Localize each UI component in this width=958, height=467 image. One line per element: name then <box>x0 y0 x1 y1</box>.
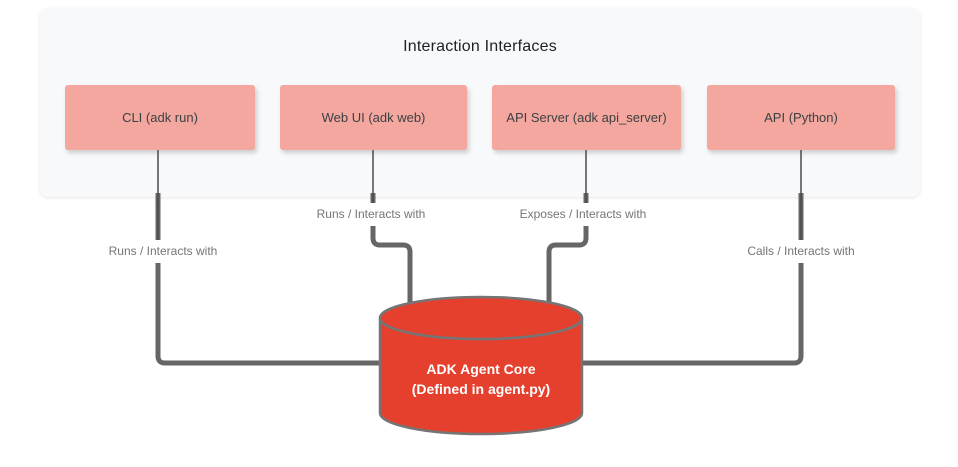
core-label-line1: ADK Agent Core <box>426 361 536 377</box>
core-cylinder <box>378 295 584 436</box>
core-label-line2: (Defined in agent.py) <box>411 381 551 397</box>
core-label: ADK Agent Core (Defined in agent.py) <box>412 359 550 399</box>
node-api-python: API (Python) <box>707 85 895 150</box>
edge-web-ui-core <box>370 193 413 314</box>
group-title: Interaction Interfaces <box>403 38 557 55</box>
thick-edges <box>155 193 804 366</box>
edge-api-python-core <box>572 193 804 366</box>
edge-api-server-core <box>546 193 589 314</box>
core-cylinder-cap <box>378 295 584 341</box>
node-cli-label: CLI (adk run) <box>122 110 198 125</box>
edge-label-api-python: Calls / Interacts with <box>736 240 866 263</box>
node-cli: CLI (adk run) <box>65 85 255 150</box>
edge-label-api-server: Exposes / Interacts with <box>508 203 658 226</box>
edge-label-web-ui: Runs / Interacts with <box>305 203 437 226</box>
thin-edges <box>157 150 802 248</box>
edge-label-cli: Runs / Interacts with <box>97 240 229 263</box>
edge-cli-core <box>155 193 390 366</box>
node-api-server-label: API Server (adk api_server) <box>506 110 667 125</box>
node-web-ui-label: Web UI (adk web) <box>321 110 426 125</box>
node-web-ui: Web UI (adk web) <box>280 85 467 150</box>
node-api-server: API Server (adk api_server) <box>492 85 681 150</box>
node-api-python-label: API (Python) <box>764 110 838 125</box>
interfaces-group: Interaction Interfaces CLI (adk run) Web… <box>40 8 920 197</box>
